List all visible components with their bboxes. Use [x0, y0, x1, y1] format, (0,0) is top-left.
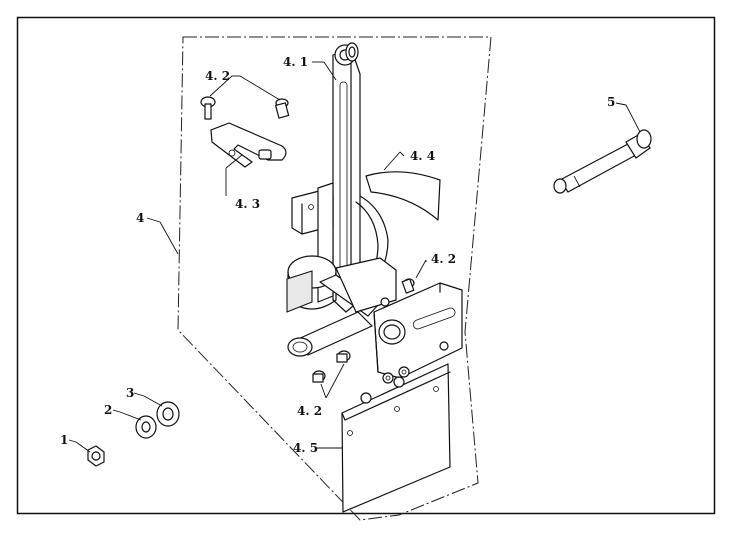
- callout-3: 3: [126, 386, 134, 400]
- bolt-part-5: [553, 129, 652, 194]
- screw-part-4-2-bottom-b: [312, 370, 326, 383]
- side-plate: [373, 282, 463, 384]
- callout-4-4: 4. 4: [410, 149, 435, 163]
- plate-part-4-5: [341, 363, 451, 513]
- screw-part-4-2-top-left: [200, 96, 216, 120]
- callout-4-1: 4. 1: [283, 55, 308, 69]
- callout-4-2-top: 4. 2: [205, 69, 230, 83]
- callout-5: 5: [607, 95, 615, 109]
- callout-4: 4: [136, 211, 144, 225]
- leader-lines: [68, 61, 641, 453]
- assembly-4-boundary: [177, 36, 492, 521]
- arm-part-4-1: [332, 42, 361, 313]
- callout-4-2-bottom: 4. 2: [297, 404, 322, 418]
- callout-4-3: 4. 3: [235, 197, 260, 211]
- clip-part-4-3: [210, 122, 287, 168]
- callout-4-2-right: 4. 2: [431, 252, 456, 266]
- washer-part-3: [156, 401, 180, 427]
- callout-1: 1: [60, 433, 68, 447]
- screw-part-4-2-right: [401, 278, 415, 294]
- washer-part-2: [135, 415, 157, 439]
- nut-part-1: [87, 445, 105, 467]
- screw-part-4-2-top-right: [275, 98, 290, 119]
- diagram-frame: [16, 16, 716, 515]
- bracket-body: [286, 182, 397, 357]
- callout-2: 2: [104, 403, 112, 417]
- callout-4-5: 4. 5: [293, 441, 318, 455]
- screw-part-4-2-bottom-a: [336, 350, 351, 363]
